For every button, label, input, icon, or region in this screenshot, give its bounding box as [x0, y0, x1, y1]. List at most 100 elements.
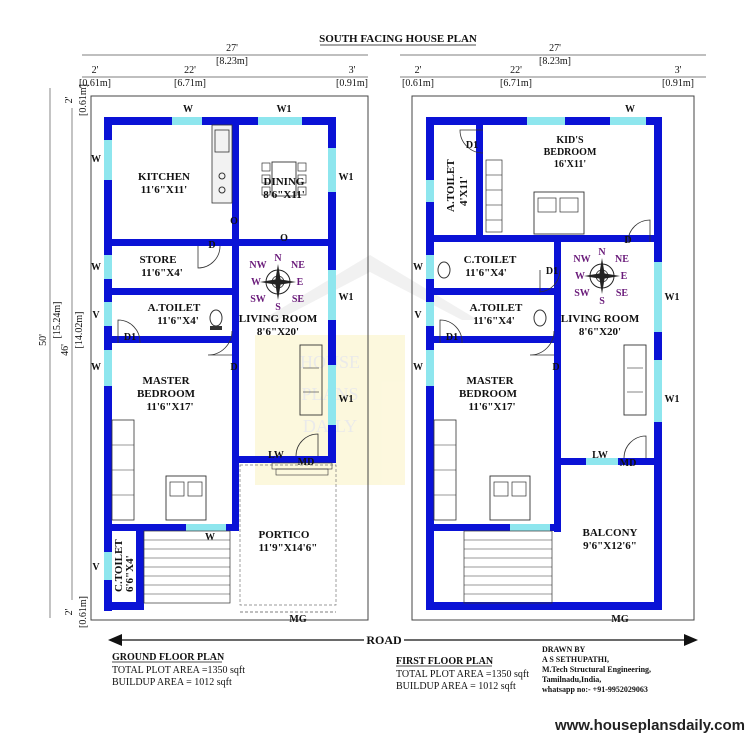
dim-left-w-m: [0.61m] — [402, 78, 434, 89]
dim-mid-w: 22' — [184, 65, 196, 76]
window-store-left — [104, 255, 112, 279]
toilet-door-swing — [117, 319, 141, 344]
sink-icon — [214, 129, 230, 153]
window-label: W1 — [339, 172, 354, 183]
entrance-step — [275, 468, 329, 476]
door-label: MD — [620, 458, 637, 469]
window-dining-right — [328, 148, 336, 192]
window-label: W — [183, 104, 193, 115]
window-toilet-left — [426, 180, 434, 202]
window-atoilet-left — [426, 302, 434, 326]
door-label: D1 — [446, 332, 458, 343]
window-label: W1 — [665, 394, 680, 405]
master-door-swing — [529, 330, 555, 356]
window-label: W — [91, 362, 101, 373]
master-name-2: BEDROOM — [137, 388, 196, 400]
window-kitchen-left — [104, 140, 112, 180]
compass-w: W — [251, 277, 261, 288]
atoilet-size: 11'6"X4' — [473, 315, 515, 327]
wall-master-bottom — [426, 524, 561, 531]
wall-ctoilet-bottom — [426, 288, 561, 295]
kids-door-swing — [627, 219, 651, 243]
wall-kids-bottom — [426, 235, 662, 242]
first-buildup-area: BUILDUP AREA = 1012 sqft — [396, 681, 516, 692]
dim-bottom-edge: 2' — [64, 608, 75, 615]
page-title: SOUTH FACING HOUSE PLAN — [319, 33, 477, 45]
master-size: 11'6"X17' — [146, 401, 193, 413]
opening-label: O — [280, 233, 288, 244]
credits-place: Tamilnadu,India, — [542, 675, 601, 684]
compass-s: S — [275, 302, 281, 313]
toilet-door-swing — [459, 129, 484, 154]
window-master-bottom — [186, 524, 226, 531]
compass-sw: SW — [574, 288, 590, 299]
pillow-icon — [511, 481, 527, 497]
chair-icon — [261, 186, 271, 196]
website-url[interactable]: www.houseplansdaily.com — [554, 717, 745, 734]
master-name: MASTER — [142, 375, 190, 387]
wc-icon — [209, 309, 223, 327]
dim-right-w-m: [0.91m] — [662, 78, 694, 89]
window-living-bottom — [586, 458, 618, 465]
living-name: LIVING ROOM — [561, 313, 640, 325]
door-label: D1 — [466, 140, 478, 151]
window-kids-top — [527, 117, 565, 125]
plot-boundary — [411, 95, 695, 621]
road-label: ROAD — [366, 633, 402, 647]
wc-icon — [437, 261, 451, 279]
master-name: MASTER — [466, 375, 514, 387]
dim-top-edge-m: [0.61m] — [78, 84, 89, 116]
portico-name: PORTICO — [259, 529, 310, 541]
compass-se: SE — [292, 294, 305, 305]
dim-mid-w-m: [6.71m] — [500, 78, 532, 89]
ground-plot-area: TOTAL PLOT AREA =1350 sqft — [112, 665, 245, 676]
ctoilet-name: C.TOILET — [113, 539, 125, 592]
chair-icon — [297, 162, 307, 172]
ctoilet-name: C.TOILET — [464, 254, 517, 266]
window-label: W — [413, 262, 423, 273]
ctoilet-size: 11'6"X4' — [465, 267, 507, 279]
window-label: W — [91, 262, 101, 273]
arrow-right-icon — [684, 634, 698, 646]
wall-living-left — [232, 246, 239, 531]
pillow-icon — [169, 481, 185, 497]
shower-rack-icon — [485, 159, 503, 233]
gate-label: MG — [611, 614, 628, 625]
ctoilet-door-swing — [539, 269, 561, 293]
credits-name: A S SETHUPATHI, — [542, 655, 609, 664]
credits-degree: M.Tech Structural Engineering, — [542, 665, 651, 674]
first-plot-area: TOTAL PLOT AREA =1350 sqft — [396, 669, 529, 680]
plot-boundary — [90, 95, 369, 621]
kids-size: 16'X11' — [554, 159, 586, 170]
window-label: W — [205, 532, 215, 543]
kitchen-name: KITCHEN — [138, 171, 190, 183]
window-label: W1 — [339, 292, 354, 303]
dim-bottom-edge-m: [0.61m] — [78, 596, 89, 628]
balcony-name: BALCONY — [582, 527, 637, 539]
atoilet-top-size: 4'X11' — [458, 176, 470, 206]
window-living-right — [654, 262, 662, 332]
opening-label: O — [230, 216, 238, 227]
pillow-icon — [493, 481, 509, 497]
dim-left-w-m: [0.61m] — [79, 78, 111, 89]
sofa-icon — [623, 344, 647, 416]
dim-total-width: 27' — [226, 43, 238, 54]
pillow-icon — [537, 197, 557, 213]
wc-tank-icon — [210, 326, 222, 330]
window-label: W — [625, 104, 635, 115]
dim-total-width-m: [8.23m] — [216, 56, 248, 67]
ground-floor-plan: 27' [8.23m] 2' [0.61m] 22' [6.71m] 3' [0… — [38, 43, 369, 628]
door-label: MD — [298, 457, 315, 468]
portico-boundary — [239, 464, 337, 606]
compass-icon — [260, 264, 296, 300]
window-label: LW — [268, 450, 284, 461]
atoilet-size: 11'6"X4' — [157, 315, 199, 327]
compass-nw: NW — [573, 254, 590, 265]
compass-s: S — [599, 296, 605, 307]
window-kitchen-top — [172, 117, 202, 125]
compass-nw: NW — [249, 260, 266, 271]
door-label: D — [552, 362, 559, 373]
store-door-swing — [197, 245, 221, 269]
